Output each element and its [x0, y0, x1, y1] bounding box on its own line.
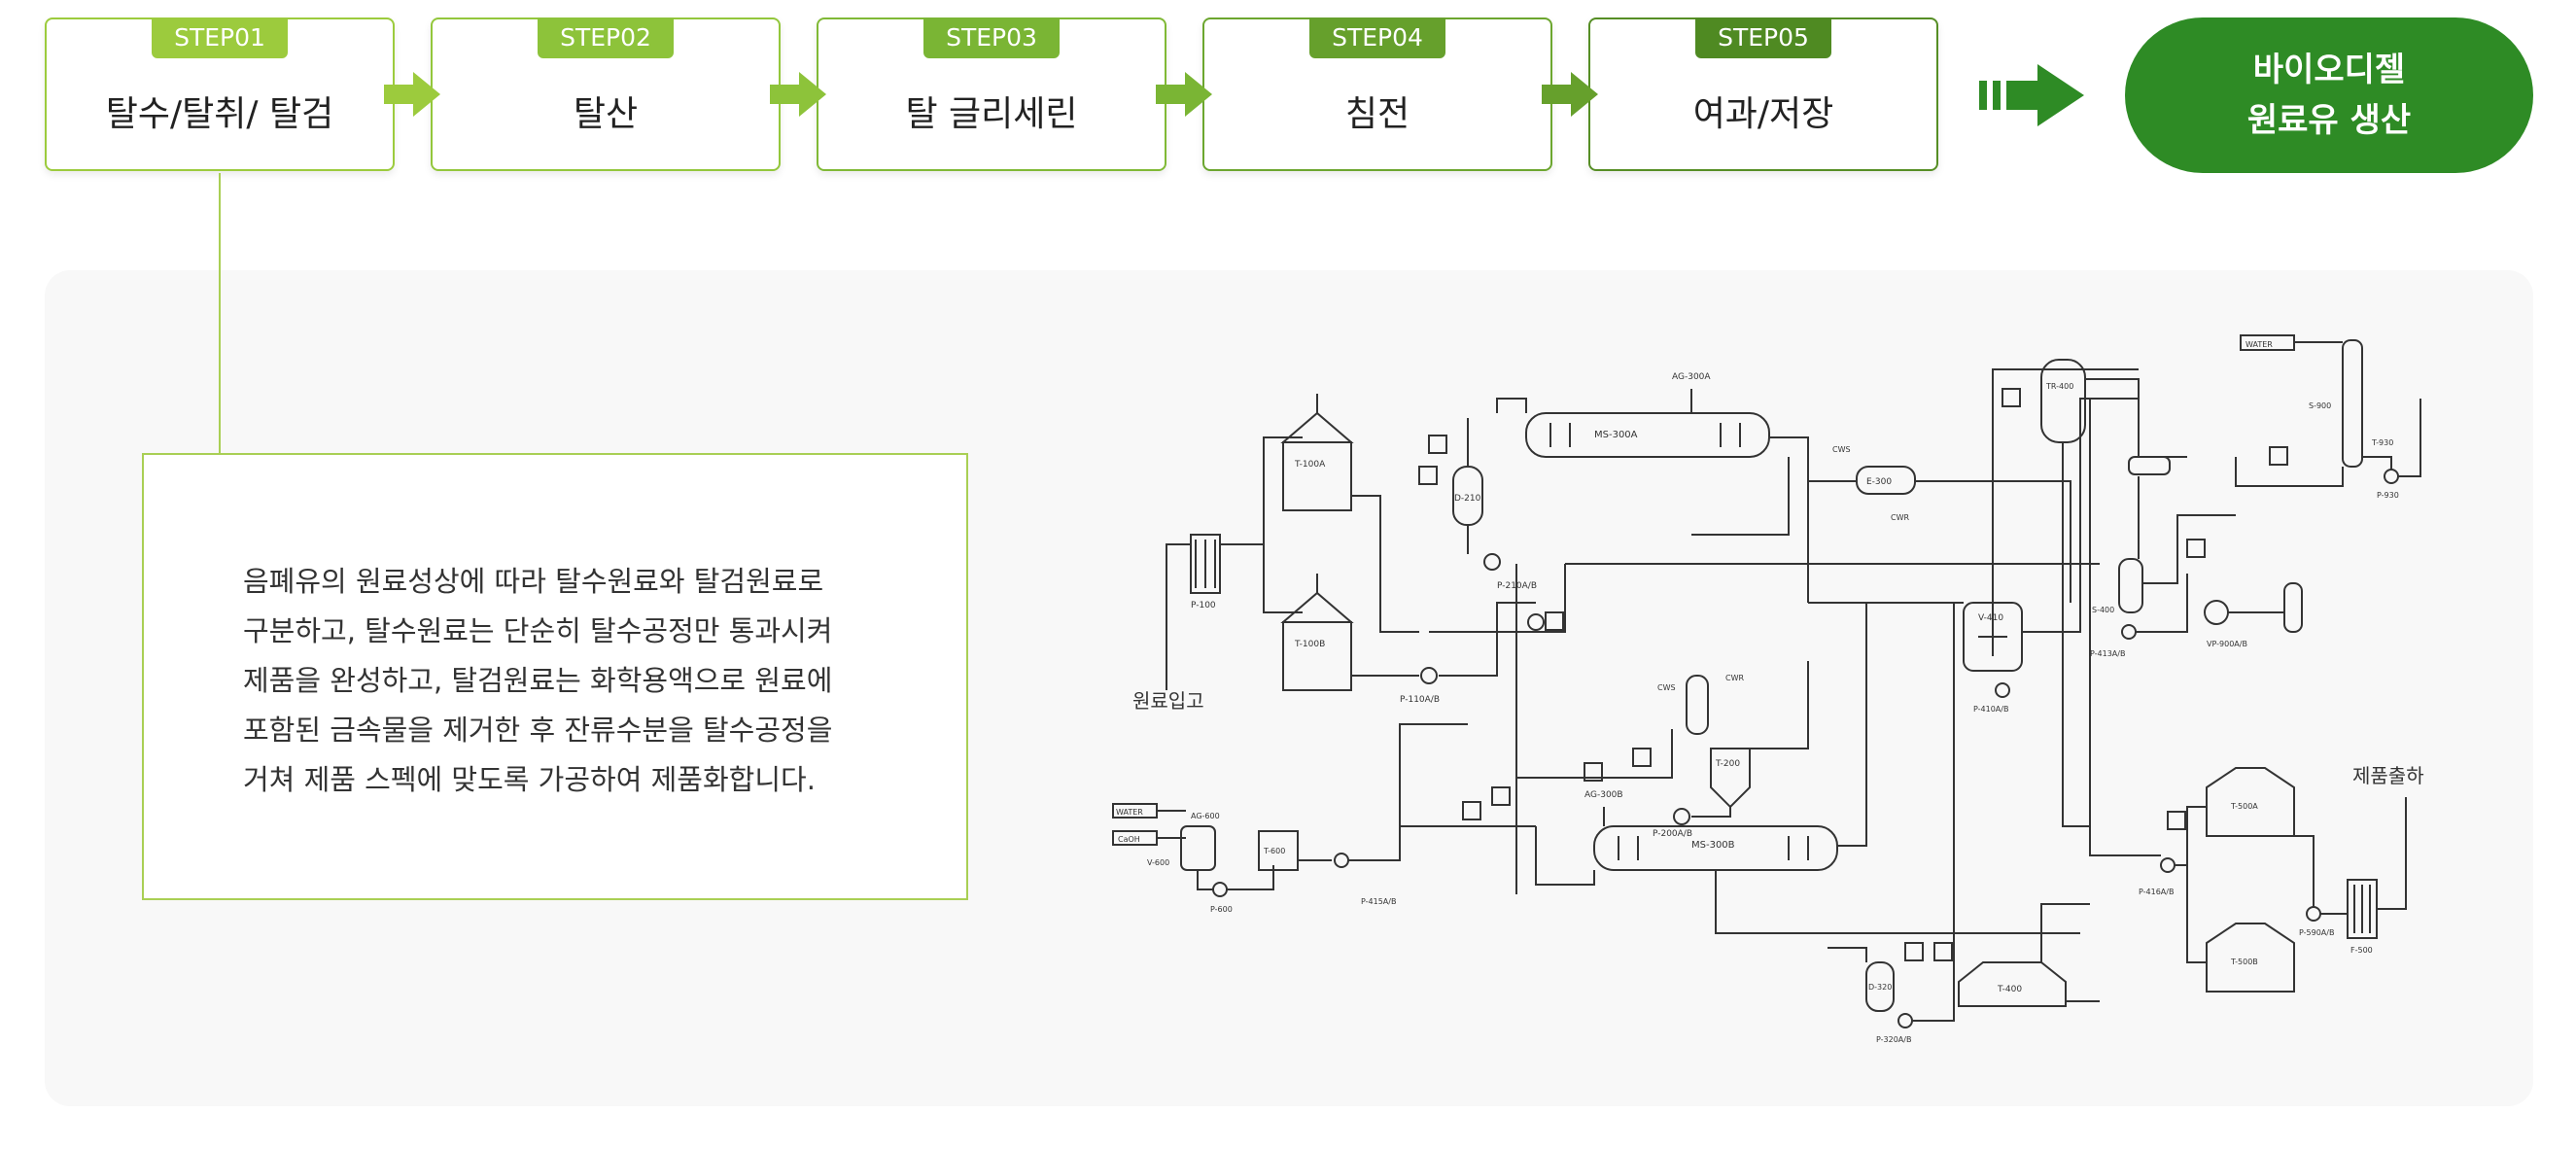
final-product-pill: 바이오디젤 원료유 생산: [2125, 17, 2533, 173]
svg-text:MS-300B: MS-300B: [1691, 840, 1735, 851]
step-card-3: STEP03 탈 글리세린: [817, 17, 1166, 171]
step-card-4: STEP04 침전: [1202, 17, 1552, 171]
arrow-right-icon: [1156, 72, 1212, 117]
step-title: 탈 글리세린: [905, 94, 1078, 134]
column-s900: [2342, 339, 2363, 468]
svg-text:P-320A/B: P-320A/B: [1876, 1035, 1911, 1044]
svg-text:T-600: T-600: [1263, 847, 1285, 855]
svg-text:T-200: T-200: [1715, 759, 1740, 769]
reactor-tr400: [2040, 359, 2086, 443]
svg-text:D-210: D-210: [1454, 494, 1481, 504]
process-flow-diagram: 원료입고 P-100 T-100A T-100B P-110A/B D-210 …: [1112, 334, 2424, 1044]
connector-line: [219, 173, 221, 453]
vessel-v600: [1180, 825, 1216, 871]
svg-text:CaOH: CaOH: [1118, 835, 1140, 844]
tank-t400: [1958, 961, 2067, 1007]
step-card-5: STEP05 여과/저장: [1588, 17, 1938, 171]
svg-text:T-100A: T-100A: [1294, 460, 1326, 470]
separator-s400: [2118, 558, 2143, 613]
arrow-right-icon: [770, 72, 826, 117]
step-badge: STEP02: [538, 17, 674, 58]
step-badge: STEP01: [152, 17, 288, 58]
description-line: 포함된 금속물을 제거한 후 잔류수분을 탈수공정을: [243, 714, 833, 747]
step-card-2: STEP02 탈산: [431, 17, 781, 171]
mixer-settler-ms300a: [1525, 412, 1770, 458]
svg-text:AG-600: AG-600: [1191, 812, 1220, 820]
step-title: 침전: [1344, 94, 1410, 134]
svg-text:P-110A/B: P-110A/B: [1400, 695, 1440, 705]
separator-small: [2128, 456, 2171, 475]
outlet-label: 제품출하: [2352, 764, 2424, 787]
svg-text:S-900: S-900: [2309, 401, 2331, 410]
svg-text:WATER: WATER: [1116, 808, 1143, 817]
tank-t500b: [2206, 923, 2295, 993]
inlet-filter: [1190, 534, 1221, 594]
svg-text:CWS: CWS: [1657, 683, 1676, 692]
svg-text:MS-300A: MS-300A: [1594, 430, 1638, 440]
svg-text:V-410: V-410: [1978, 613, 2003, 623]
svg-text:AG-300B: AG-300B: [1584, 790, 1623, 800]
step-badge: STEP05: [1695, 17, 1831, 58]
description-line: 구분하고, 탈수원료는 단순히 탈수공정만 통과시켜: [243, 614, 833, 647]
arrow-right-icon: [1542, 72, 1598, 117]
vacuum-pump: [2204, 600, 2229, 625]
svg-text:P-600: P-600: [1210, 905, 1233, 914]
svg-text:WATER: WATER: [2245, 340, 2273, 349]
svg-text:P-410A/B: P-410A/B: [1973, 705, 2008, 714]
svg-text:TR-400: TR-400: [2045, 382, 2073, 391]
step-badge: STEP03: [923, 17, 1060, 58]
step-badge: STEP04: [1309, 17, 1445, 58]
final-line-1: 바이오디젤: [2252, 51, 2406, 89]
double-arrow-right-icon: [1979, 64, 2084, 126]
step-card-1: STEP01 탈수/탈취/ 탈검: [45, 17, 395, 171]
tank-t200: [1710, 748, 1751, 809]
svg-text:P-413A/B: P-413A/B: [2090, 649, 2125, 658]
description-box: 음폐유의 원료성상에 따라 탈수원료와 탈검원료로 구분하고, 탈수원료는 단순…: [142, 453, 968, 900]
svg-text:CWS: CWS: [1832, 445, 1851, 454]
svg-text:P-415A/B: P-415A/B: [1361, 897, 1396, 906]
svg-text:T-930: T-930: [2371, 438, 2393, 447]
svg-text:T-100B: T-100B: [1294, 640, 1325, 649]
svg-text:S-400: S-400: [2092, 606, 2114, 614]
svg-text:T-400: T-400: [1997, 985, 2022, 994]
tank-roof: [1280, 591, 1354, 623]
tank-t100b: [1282, 621, 1352, 691]
svg-text:P-930: P-930: [2377, 491, 2399, 500]
vessel-d320: [1865, 961, 1895, 1012]
svg-text:P-200A/B: P-200A/B: [1653, 829, 1692, 839]
inlet-label: 원료입고: [1132, 689, 1204, 713]
svg-text:P-100: P-100: [1191, 601, 1216, 610]
description-text: 음폐유의 원료성상에 따라 탈수원료와 탈검원료로 구분하고, 탈수원료는 단순…: [243, 557, 923, 805]
svg-text:F-500: F-500: [2350, 946, 2373, 955]
svg-text:VP-900A/B: VP-900A/B: [2207, 640, 2247, 648]
final-line-2: 원료유 생산: [2246, 101, 2412, 140]
svg-text:CWR: CWR: [1891, 513, 1909, 522]
svg-text:P-590A/B: P-590A/B: [2299, 928, 2334, 937]
step-title: 여과/저장: [1692, 94, 1834, 134]
description-line: 제품을 완성하고, 탈검원료는 화학용액으로 원료에: [243, 664, 833, 697]
description-line: 거쳐 제품 스펙에 맞도록 가공하여 제품화합니다.: [243, 763, 816, 796]
tank-t100a: [1282, 441, 1352, 511]
tank-t500a: [2206, 767, 2295, 837]
svg-text:D-320: D-320: [1868, 983, 1892, 992]
description-line: 음폐유의 원료성상에 따라 탈수원료와 탈검원료로: [243, 565, 824, 598]
svg-text:CWR: CWR: [1725, 674, 1744, 682]
tank-t600: [1258, 830, 1299, 871]
svg-text:AG-300A: AG-300A: [1672, 372, 1711, 382]
svg-text:T-500B: T-500B: [2230, 958, 2258, 966]
column-small: [1686, 675, 1709, 735]
svg-text:T-500A: T-500A: [2230, 802, 2258, 811]
svg-text:V-600: V-600: [1147, 858, 1169, 867]
step-title: 탈산: [573, 94, 639, 134]
svg-text:P-416A/B: P-416A/B: [2139, 888, 2174, 896]
step-title: 탈수/탈취/ 탈검: [105, 94, 334, 134]
arrow-right-icon: [384, 72, 440, 117]
svg-text:E-300: E-300: [1866, 477, 1892, 487]
